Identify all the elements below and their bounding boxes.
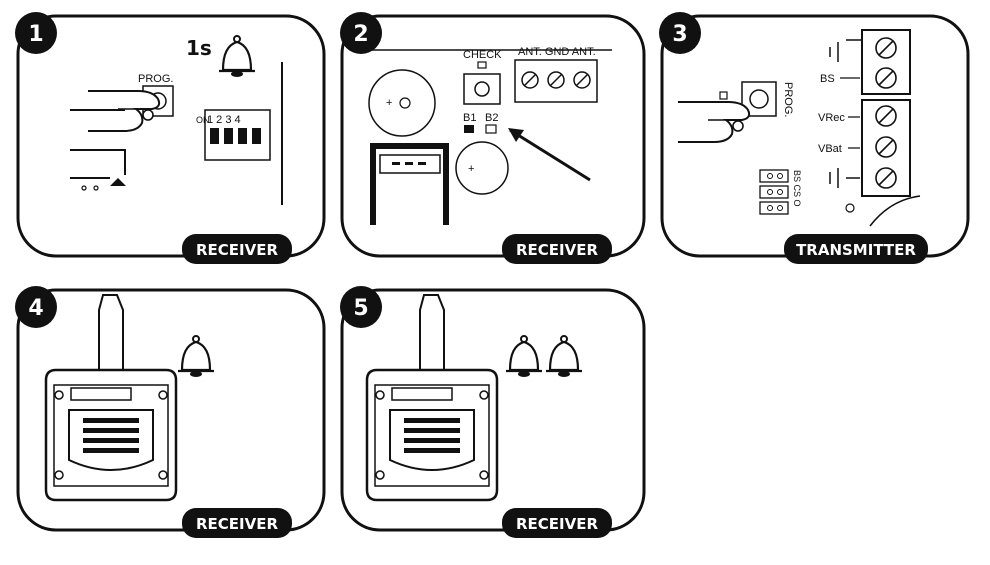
panel-2-number: 2	[353, 22, 368, 47]
panel-1: 1 RECEIVER PROG. 1s 1 2 3 4 ON	[15, 12, 324, 264]
bs-label: BS	[820, 73, 835, 85]
jumper-labels: BS CS O	[792, 170, 802, 207]
led-b1	[464, 125, 474, 133]
led-b2	[486, 125, 496, 133]
panel-5-label: RECEIVER	[516, 515, 598, 533]
panel-4-number: 4	[28, 296, 43, 321]
vrec-label: VRec	[818, 112, 845, 124]
prog-button-tx	[750, 90, 768, 108]
vbat-label: VBat	[818, 143, 842, 155]
panel-4: 4 RECEIVER	[15, 286, 324, 538]
dip-switch-prefix: ON	[196, 115, 210, 125]
svg-text:+: +	[468, 163, 474, 175]
time-label: 1s	[186, 36, 212, 60]
panel-3: 3 TRANSMITTER PROG. BS VRec VBat BS C	[659, 12, 968, 264]
panel-1-number: 1	[28, 22, 43, 47]
b2-label: B2	[485, 112, 498, 124]
prog-button-label: PROG.	[138, 73, 173, 85]
panel-1-label: RECEIVER	[196, 241, 278, 259]
panel-4-label: RECEIVER	[196, 515, 278, 533]
transmitter-remote-icon-2	[367, 295, 497, 500]
panel-2: 2 RECEIVER + CHECK ANT. GND ANT. B1 B2 +	[340, 12, 644, 264]
dip-switch-labels: 1 2 3 4	[207, 114, 241, 126]
bell-icon-1	[178, 336, 214, 377]
arrow-icon	[510, 130, 590, 180]
svg-text:+: +	[386, 97, 392, 109]
terminal-labels: ANT. GND ANT.	[518, 46, 596, 58]
panel-1-frame	[18, 16, 324, 256]
bell-icon	[219, 36, 255, 77]
check-label: CHECK	[463, 49, 502, 61]
bell-icon-2a	[506, 336, 542, 377]
bell-icon-2b	[546, 336, 582, 377]
b1-label: B1	[463, 112, 476, 124]
panel-3-label: TRANSMITTER	[796, 241, 916, 259]
panel-2-label: RECEIVER	[516, 241, 598, 259]
hand-icon-tx	[678, 102, 749, 142]
panel-3-number: 3	[672, 22, 687, 47]
transmitter-remote-icon	[46, 295, 176, 500]
panel-5-number: 5	[353, 296, 368, 321]
prog-button-tx-label: PROG.	[782, 82, 794, 117]
panel-5: 5 RECEIVER	[340, 286, 644, 538]
